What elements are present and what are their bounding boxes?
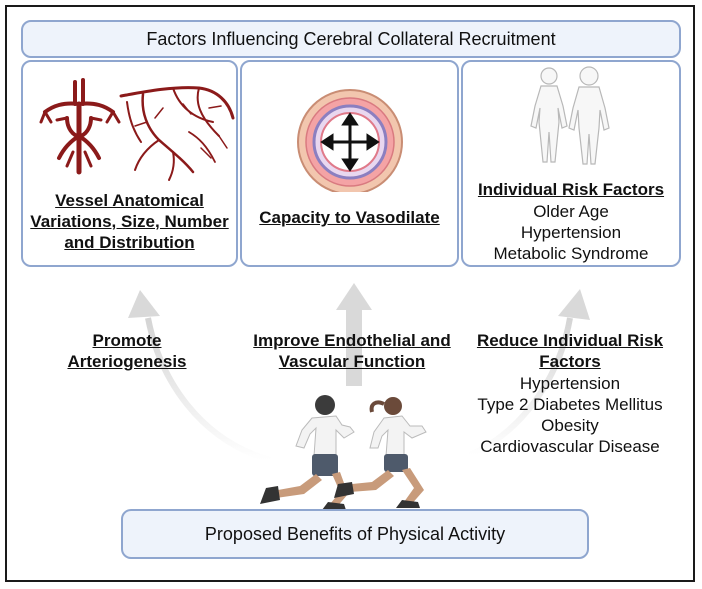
panel-title-vessel: Vessel Anatomical Variations, Size, Numb…: [30, 191, 229, 252]
male-runner-icon: [260, 395, 355, 510]
bottom-caption: Proposed Benefits of Physical Activity: [121, 509, 589, 559]
figure-title: Factors Influencing Cerebral Collateral …: [21, 20, 681, 58]
panel-risk-factors: Individual Risk Factors Older Age Hypert…: [461, 60, 681, 267]
benefit-arteriogenesis: Promote Arteriogenesis: [67, 331, 187, 371]
benefit-endothelial: Improve Endothelial and Vascular Functio…: [253, 331, 451, 371]
brain-vessels-icon: [39, 78, 235, 181]
benefit-reduce-risk: Reduce Individual Risk Factors: [476, 331, 664, 371]
vessel-cross-section-icon: [297, 89, 403, 192]
panel-vessel-anatomy: Vessel Anatomical Variations, Size, Numb…: [21, 60, 238, 267]
reduce-risk-item: Cardiovascular Disease: [480, 437, 660, 456]
reduce-risk-item: Hypertension: [519, 374, 621, 393]
panel-title-risk: Individual Risk Factors: [477, 180, 665, 199]
female-runner-icon: [334, 397, 427, 508]
figure-frame: [5, 5, 695, 582]
curved-arrow-left: [128, 290, 271, 463]
risk-item: Metabolic Syndrome: [493, 244, 649, 263]
panel-vasodilate: Capacity to Vasodilate: [240, 60, 459, 267]
risk-item: Hypertension: [520, 223, 622, 242]
straight-arrow-middle: [336, 283, 372, 386]
curved-arrow-right: [468, 289, 590, 458]
risk-item: Older Age: [533, 202, 609, 221]
panel-title-vasodilate: Capacity to Vasodilate: [259, 208, 440, 227]
reduce-risk-item: Type 2 Diabetes Mellitus: [477, 395, 663, 414]
reduce-risk-item: Obesity: [541, 416, 599, 435]
human-figures-icon: [530, 66, 610, 165]
